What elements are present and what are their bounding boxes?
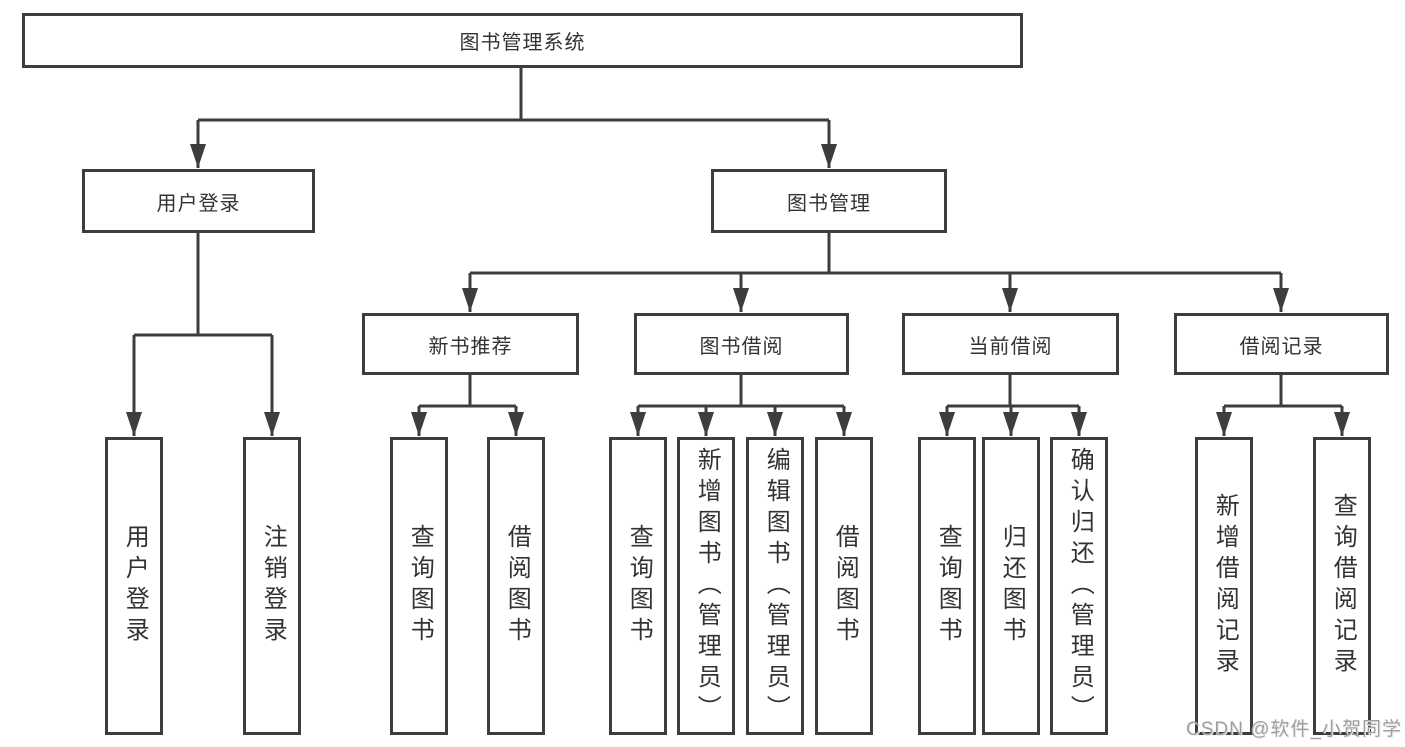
node-leaf-add-borrow-record: 新增借阅记录 <box>1195 437 1253 735</box>
node-leaf-query-borrow-record: 查询借阅记录 <box>1313 437 1371 735</box>
node-leaf-logout: 注销登录 <box>243 437 301 735</box>
node-current-borrowing: 当前借阅 <box>902 313 1119 375</box>
node-leaf-return-books: 归还图书 <box>982 437 1040 735</box>
node-leaf-user-login: 用户登录 <box>105 437 163 735</box>
node-leaf-add-books-admin: 新增图书（管理员） <box>677 437 735 735</box>
node-leaf-query-books-borrowing: 查询图书 <box>609 437 667 735</box>
node-book-borrowing: 图书借阅 <box>634 313 849 375</box>
node-book-management: 图书管理 <box>711 169 947 233</box>
node-leaf-borrow-books-recommend: 借阅图书 <box>487 437 545 735</box>
node-borrow-records: 借阅记录 <box>1174 313 1389 375</box>
node-leaf-borrow-books: 借阅图书 <box>815 437 873 735</box>
node-leaf-confirm-return-admin: 确认归还（管理员） <box>1050 437 1108 735</box>
node-new-book-recommend: 新书推荐 <box>362 313 579 375</box>
node-leaf-query-books-recommend: 查询图书 <box>390 437 448 735</box>
csdn-watermark: CSDN @软件_小贺同学 <box>1186 719 1402 740</box>
node-leaf-query-books-current: 查询图书 <box>918 437 976 735</box>
node-user-login: 用户登录 <box>82 169 315 233</box>
node-leaf-edit-books-admin: 编辑图书（管理员） <box>746 437 804 735</box>
node-root: 图书管理系统 <box>22 13 1023 68</box>
